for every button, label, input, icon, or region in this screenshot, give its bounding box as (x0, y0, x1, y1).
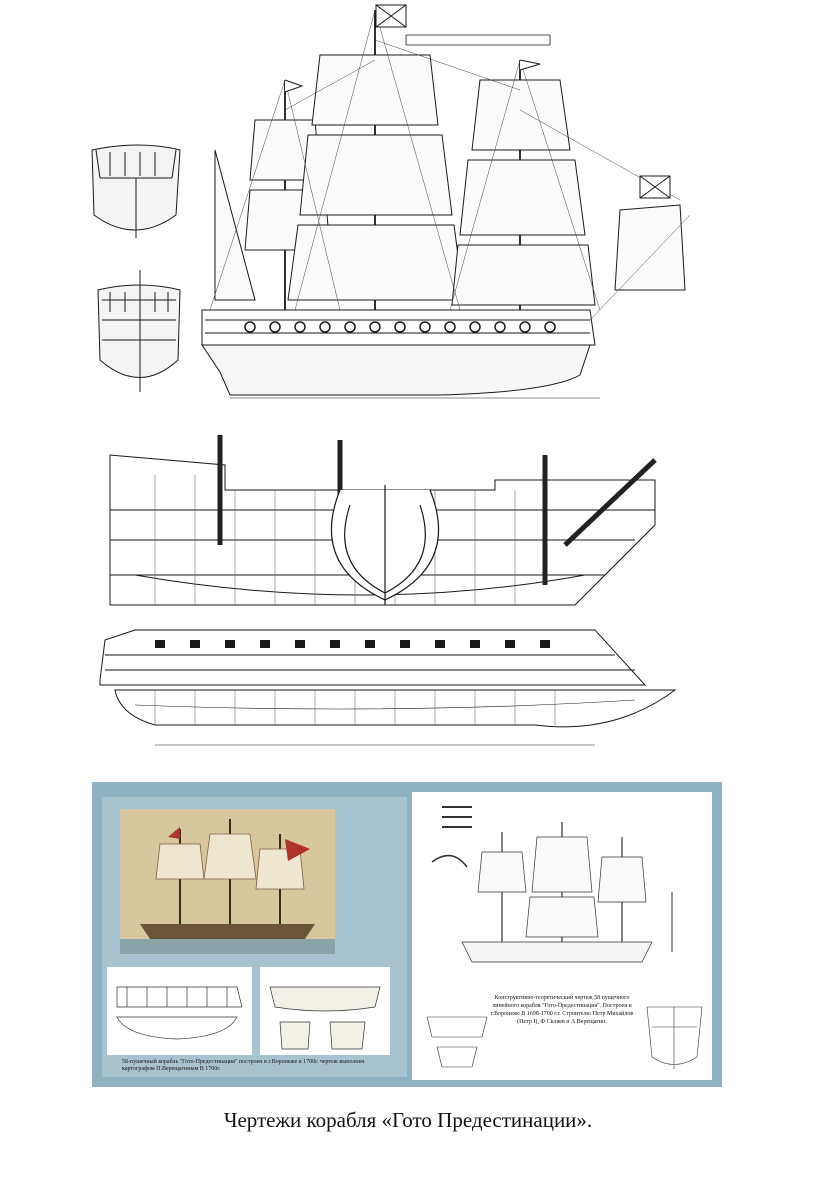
stern-view-lower (97, 270, 181, 392)
body-plan (330, 485, 440, 605)
left-drawing-card (107, 967, 252, 1055)
gun-ports (244, 321, 556, 333)
left-board-caption: 58-пушечный корабль "Гото-Предестинация"… (122, 1059, 365, 1072)
right-drawing-card (260, 967, 390, 1055)
lines-plan-drawing (99, 435, 677, 746)
right-board-drawing (431, 806, 673, 963)
half-breadth-plan (114, 689, 677, 728)
right-board-caption: Конструктивно-теоретический чертеж 58 пу… (490, 995, 634, 1025)
flags (284, 4, 671, 199)
sail-plan-drawing (91, 4, 691, 399)
stern-view-upper (91, 144, 181, 238)
right-board: Конструктивно-теоретический чертеж 58 пу… (412, 792, 712, 1080)
page-caption: Чертежи корабля «Гото Предестинации». (223, 1108, 593, 1132)
exhibit-photo: 58-пушечный корабль "Гото-Предестинация"… (92, 782, 722, 1087)
ship-painting (120, 809, 335, 954)
small-drawing-right (646, 1006, 703, 1069)
sails (214, 54, 686, 306)
outboard-profile (99, 629, 647, 686)
left-board: 58-пушечный корабль "Гото-Предестинация"… (102, 797, 407, 1077)
painting-ship-icon (120, 809, 335, 954)
small-drawing-left (426, 1016, 488, 1068)
